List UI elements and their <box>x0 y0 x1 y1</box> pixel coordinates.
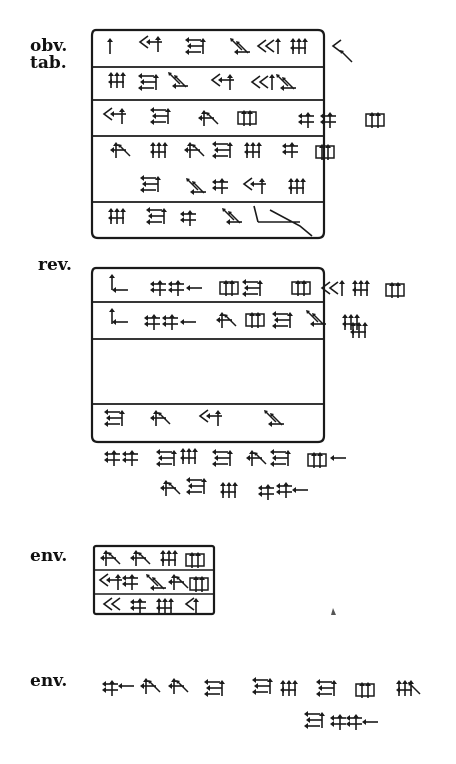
reverse-line-3 <box>104 409 284 427</box>
obverse-line-5 <box>140 175 306 195</box>
envelope-line-3 <box>103 597 200 615</box>
reverse-line-1 <box>108 273 404 298</box>
envelope-frame <box>92 544 216 616</box>
envelope-label-1: env. <box>30 546 68 566</box>
obverse-line-1 <box>106 36 353 63</box>
reverse-tablet-frame <box>90 266 326 444</box>
obverse-line-2 <box>108 72 296 91</box>
tablet-label: tab. <box>30 53 67 73</box>
obverse-label: obv. <box>30 36 68 56</box>
reverse-line-2 <box>108 307 368 338</box>
obverse-line-4 <box>110 141 334 160</box>
envelope-line-1 <box>100 550 204 568</box>
obverse-line-6 <box>108 205 313 237</box>
obverse-tablet-frame <box>90 28 326 240</box>
envelope-label-2: env. <box>30 671 68 691</box>
reverse-line-4 <box>104 448 347 468</box>
stray-mark <box>331 608 336 615</box>
reverse-label: rev. <box>38 255 72 275</box>
envelope-inscription-line-1 <box>102 677 421 698</box>
envelope-line-2 <box>100 574 208 592</box>
obverse-line-3 <box>104 107 384 128</box>
reverse-line-5 <box>160 477 309 500</box>
envelope-inscription-line-2 <box>304 711 379 730</box>
